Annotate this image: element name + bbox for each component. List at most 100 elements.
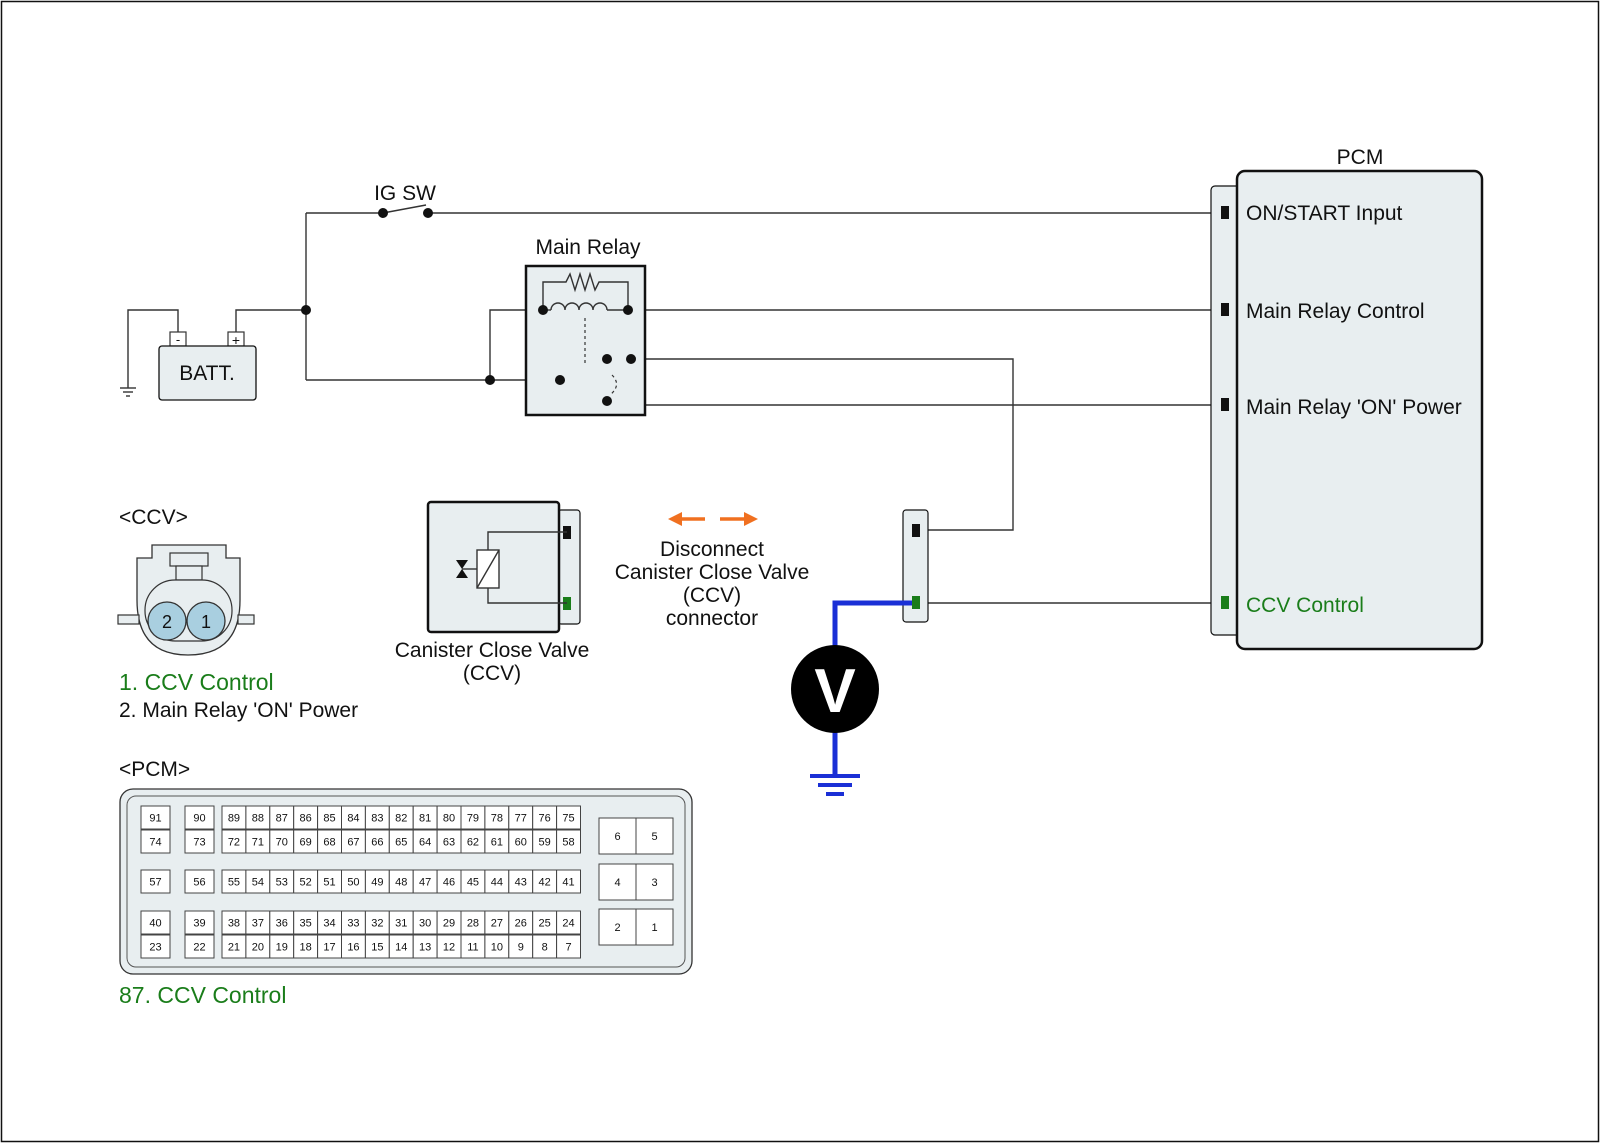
solenoid-icon — [456, 531, 567, 604]
pcm-pin-label: 71 — [252, 837, 264, 849]
pcm-pin-label: 49 — [371, 877, 383, 889]
pcm-pin-on-start — [1221, 206, 1229, 219]
battery: - + BATT. — [158, 331, 257, 401]
pcm-pin-label: 6 — [614, 831, 620, 843]
pcm-pin-label: 51 — [323, 877, 335, 889]
canister-close-valve: Canister Close Valve (CCV) — [395, 500, 590, 685]
pcm-pin-cell — [184, 869, 215, 894]
pcm-pin-label: 2 — [614, 922, 620, 934]
pcm-pin-label: 39 — [193, 918, 205, 930]
pcm-pin-label: 16 — [347, 942, 359, 954]
pcm-pin-label: 82 — [395, 813, 407, 825]
pcm-pin-label: 55 — [228, 877, 240, 889]
pcm-pin-cell — [184, 805, 215, 830]
pcm-pin-label: 85 — [323, 813, 335, 825]
pcm-pin-label: 64 — [419, 837, 431, 849]
pcm-pin-cell — [598, 863, 637, 901]
pcm-pin-label: 17 — [323, 942, 335, 954]
pcm-pin-label: 38 — [228, 918, 240, 930]
pcm-pin-label: 43 — [515, 877, 527, 889]
pcm-pin-label: 60 — [515, 837, 527, 849]
pcm-legend: 87. CCV Control — [119, 982, 286, 1008]
pcm-pin-label: 88 — [252, 813, 264, 825]
pcm-pin-label: 59 — [539, 837, 551, 849]
pcm-pin-label: 24 — [562, 918, 574, 930]
pcm-pin-cell — [598, 908, 637, 946]
pcm-pin-cell — [140, 869, 171, 894]
battery-minus-label: - — [176, 332, 180, 347]
pcm-pin-label: 73 — [193, 837, 205, 849]
pcm-pin-label: 42 — [539, 877, 551, 889]
pcm-pin-cell — [184, 829, 215, 854]
pcm-pin-label: 67 — [347, 837, 359, 849]
pcm-pin-label: 66 — [371, 837, 383, 849]
pcm-pin-label: 65 — [395, 837, 407, 849]
pcm-pin-label: 22 — [193, 942, 205, 954]
pcm-pin-label: 48 — [395, 877, 407, 889]
pcm-pin-label: 63 — [443, 837, 455, 849]
pcm-pin-label: 70 — [276, 837, 288, 849]
disconnect-line-2: Canister Close Valve — [615, 561, 810, 584]
relay-coil-icon — [542, 271, 629, 396]
pcm-pin-cell — [635, 817, 674, 855]
ccv-pin-1: 1 — [201, 612, 211, 632]
pcm-pin-cell — [635, 863, 674, 901]
pcm-pin-label: 27 — [491, 918, 503, 930]
pcm-pin-cell — [598, 817, 637, 855]
ccv-legend-1: 1. CCV Control — [119, 669, 274, 695]
disconnect-line-4: connector — [666, 607, 758, 630]
pcm-pin-cell — [556, 934, 581, 959]
pcm-pin-label: 90 — [193, 813, 205, 825]
pcm-pin-label: 11 — [467, 942, 478, 954]
pcm-pin-label: 80 — [443, 813, 455, 825]
disconnect-line-3: (CCV) — [683, 584, 741, 607]
pcm-pin-label: 44 — [491, 877, 503, 889]
ground-symbol-icon — [120, 387, 136, 397]
pcm-pin-label: 87 — [276, 813, 288, 825]
pcm-pin-label: 84 — [347, 813, 359, 825]
pcm-pin-cell — [556, 910, 581, 935]
voltmeter-icon: V — [791, 600, 912, 796]
pcm-pin-label: 91 — [149, 813, 161, 825]
pcm-pin-label: 5 — [651, 831, 657, 843]
pcm-pin-label: 34 — [323, 918, 335, 930]
battery-plus-label: + — [232, 332, 240, 348]
ig-switch-label: IG SW — [374, 182, 436, 205]
disconnect-line-1: Disconnect — [660, 538, 764, 561]
pcm-pin-label: 47 — [419, 877, 431, 889]
pcm-pin-cell — [556, 805, 581, 830]
pcm-pin-label: 62 — [467, 837, 479, 849]
voltmeter-label: V — [814, 657, 855, 726]
pcm-pin-label: 35 — [300, 918, 312, 930]
pcm-pin-label: 31 — [395, 918, 407, 930]
pcm-pin-label: 14 — [395, 942, 407, 954]
pcm-pin-cell — [140, 934, 171, 959]
ccv-valve-label-1: Canister Close Valve — [395, 639, 590, 662]
pcm-pin-label: 19 — [276, 942, 288, 954]
pcm-pin-cell — [556, 869, 581, 894]
pcm-pin-label: 58 — [562, 837, 574, 849]
ccv-pin-2: 2 — [162, 612, 172, 632]
pcm-pin-cell — [635, 908, 674, 946]
pcm-pin-label: 33 — [347, 918, 359, 930]
pcm-pin-label: 50 — [347, 877, 359, 889]
pcm-pin-label: 40 — [149, 918, 161, 930]
pcm-pin-cell — [184, 910, 215, 935]
pcm-pin-label: 86 — [300, 813, 312, 825]
pcm-pin-label: 15 — [371, 942, 383, 954]
pcm-pin-label: 69 — [300, 837, 312, 849]
ccv-connector-face: <CCV> 2 1 1. CCV Control 2. Main Relay '… — [117, 506, 358, 722]
pcm-pin-label: 72 — [228, 837, 240, 849]
junction-dots — [301, 208, 636, 406]
pcm-pin-main-relay-on-power — [1221, 398, 1229, 411]
pcm-label-main-relay-on-power: Main Relay 'ON' Power — [1246, 396, 1462, 419]
pcm-pin-label: 23 — [149, 942, 161, 954]
disconnect-arrows-icon — [668, 512, 758, 526]
main-relay: Main Relay — [524, 236, 647, 417]
pcm-pin-label: 30 — [419, 918, 431, 930]
pcm-pin-label: 76 — [539, 813, 551, 825]
pcm-pin-label: 61 — [491, 837, 503, 849]
